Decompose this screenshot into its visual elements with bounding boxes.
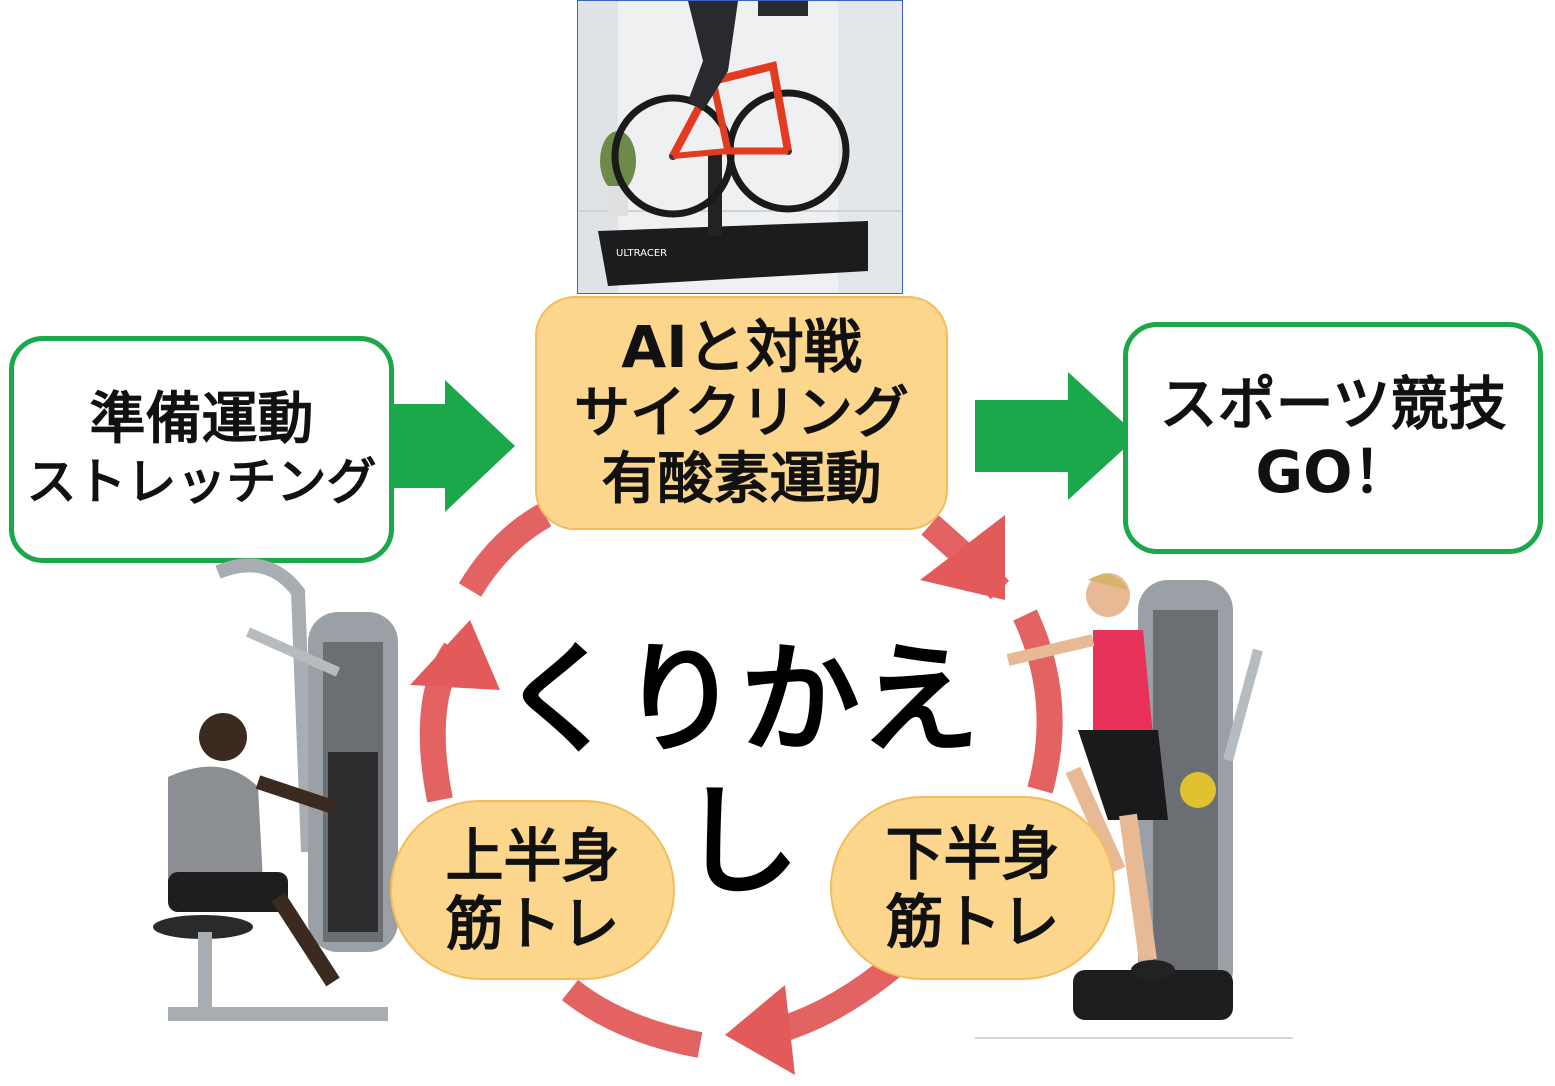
sports-title: スポーツ競技 [1159,369,1507,438]
sports-go: GO！ [1255,438,1411,506]
lower-body-line-1: 下半身 [885,819,1060,888]
warmup-subtitle: ストレッチング [26,453,377,512]
cardio-line-1: AIと対戦 [621,312,862,381]
repeat-label: くりかえし [500,631,980,912]
upper-body-machine-illustration [153,558,398,1021]
lower-body-circle: 下半身 筋トレ [830,796,1115,980]
upper-body-line-2: 筋トレ [445,890,620,958]
lower-body-line-2: 筋トレ [885,888,1060,956]
cycle-arc-top-left [458,503,552,597]
divider-line [975,1037,1293,1039]
sports-box: スポーツ競技 GO！ [1123,322,1543,554]
cardio-box: AIと対戦 サイクリング 有酸素運動 [535,296,948,530]
cardio-line-3: 有酸素運動 [601,447,882,513]
upper-body-circle: 上半身 筋トレ [390,800,675,980]
green-arrow-right [975,372,1138,500]
bike-brand-label: ULTRACER [616,248,667,259]
warmup-title: 準備運動 [89,386,314,452]
green-arrow-left [394,380,515,512]
cycle-arrowhead-bottom [725,985,795,1075]
cycle-arrowhead-left [410,620,500,690]
upper-body-line-1: 上半身 [445,821,620,890]
lower-body-machine-illustration [1006,573,1263,1020]
cycle-arc-bottom-left [561,979,703,1058]
bike-trainer-illustration: ULTRACER [578,1,902,293]
lower-body-machine-photo [978,560,1298,1040]
bike-trainer-photo: ULTRACER [577,0,903,294]
warmup-box: 準備運動 ストレッチング [9,336,394,563]
cycle-arrowhead-right [920,515,1005,600]
upper-body-machine-photo [148,552,418,1037]
cycle-arc-right [1013,609,1063,794]
cardio-line-2: サイクリング [574,381,909,447]
